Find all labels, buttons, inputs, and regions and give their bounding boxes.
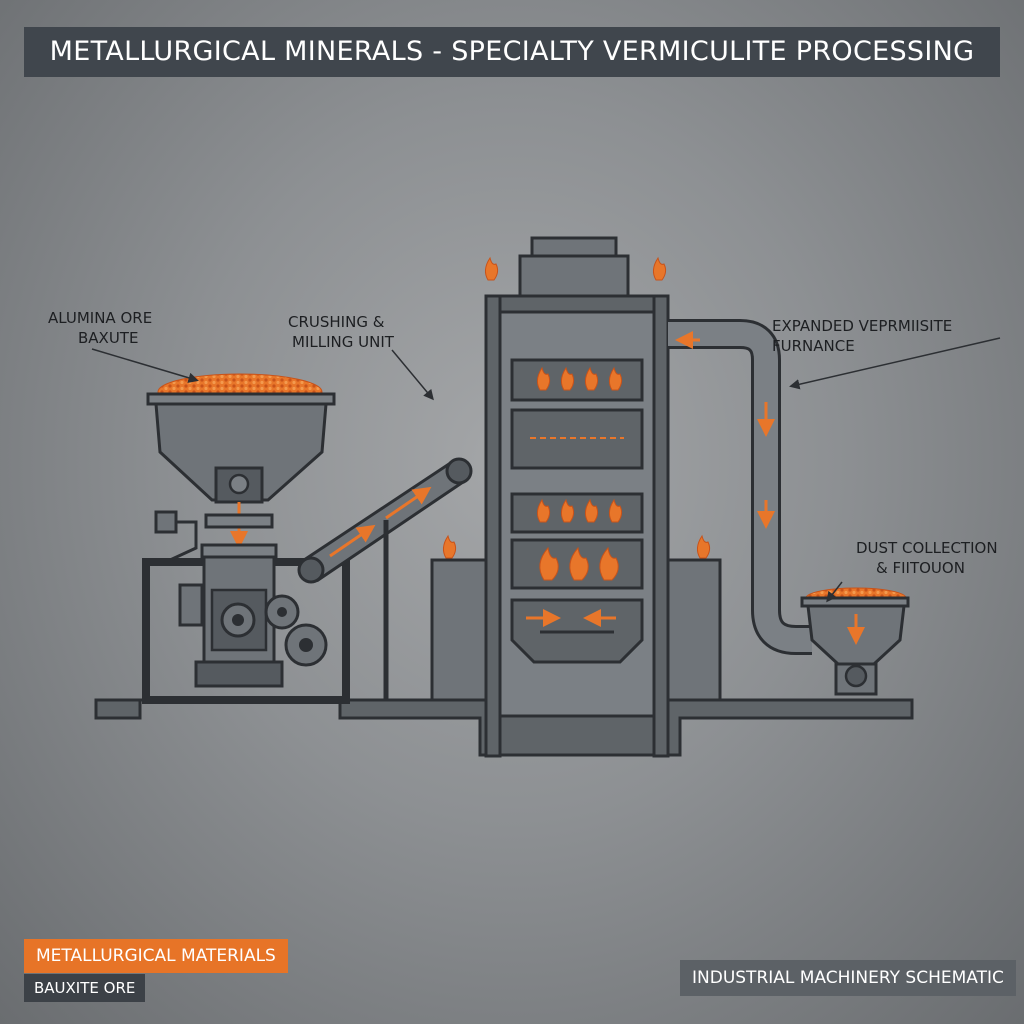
label-dust-line1: DUST COLLECTION <box>856 539 998 557</box>
caption-badge: INDUSTRIAL MACHINERY SCHEMATIC <box>680 960 1016 996</box>
category-badge: METALLURGICAL MATERIALS <box>24 939 288 973</box>
ground-slab <box>94 698 142 720</box>
material-badge: BAUXITE ORE <box>24 974 146 1002</box>
label-ore-line2: BAXUTE <box>78 329 139 347</box>
label-dust-line2: & FIITOUON <box>876 559 965 577</box>
label-ore-line1: ALUMINA ORE <box>48 309 153 327</box>
label-furnace: EXPANDED VEPRMIISITE FURNANCE <box>772 317 953 355</box>
crusher-unit <box>142 510 350 704</box>
exhaust-duct <box>668 319 812 655</box>
page-title: METALLURGICAL MINERALS - SPECIALTY VERMI… <box>24 27 1000 77</box>
label-crush-line1: CRUSHING & <box>288 313 385 331</box>
vermiculite-furnace <box>430 236 722 758</box>
label-crush-line2: MILLING UNIT <box>292 333 394 351</box>
dust-collector <box>800 587 910 696</box>
ore-hopper <box>146 373 336 559</box>
inclined-conveyor <box>297 457 473 700</box>
